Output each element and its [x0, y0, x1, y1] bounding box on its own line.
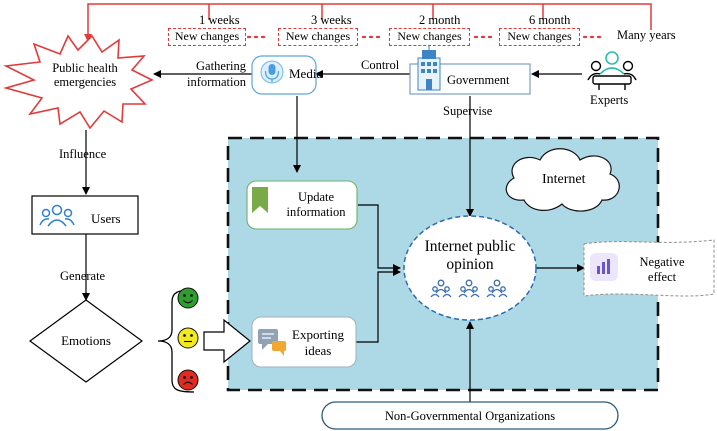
experts-meeting-icon	[587, 51, 637, 90]
timeline-bracket	[87, 3, 652, 40]
emoji-brace	[157, 289, 195, 393]
exporting-ideas-label: Exporting ideas	[292, 327, 344, 358]
experts-label: Experts	[590, 93, 629, 107]
negative-effect-box	[583, 239, 715, 297]
period-label-4: 6 month	[529, 13, 571, 27]
microphone-icon	[260, 60, 284, 84]
exporting-ideas-node	[251, 316, 357, 368]
arrow-export-to-opinion	[356, 268, 401, 343]
new-changes-box-1: New changes	[168, 28, 246, 46]
new-changes-box-3: New changes	[389, 28, 470, 46]
users-label: Users	[91, 211, 121, 226]
influence-label: Influence	[59, 147, 107, 161]
emotions-to-export-arrow	[203, 318, 251, 364]
emotions-diamond	[28, 299, 144, 383]
period-label-1: 1 weeks	[199, 13, 240, 27]
internet-public-opinion-label: Internet public opinion	[424, 238, 516, 273]
ngo-label: Non-Governmental Organizations	[384, 409, 556, 423]
government-label: Government	[447, 73, 510, 87]
media-label: Media	[289, 66, 323, 81]
people-group-icon	[430, 279, 508, 298]
sad-face-icon	[177, 369, 199, 391]
ngo-pill	[321, 401, 619, 430]
negative-effect-label: Negative effect	[639, 255, 685, 284]
period-label-3: 2 month	[419, 13, 461, 27]
gathering-information-label: Gathering information	[186, 59, 246, 89]
update-information-node	[246, 180, 358, 230]
new-changes-box-4: New changes	[499, 28, 580, 46]
supervise-label: Supervise	[443, 104, 493, 118]
many-years-label: Many years	[617, 28, 676, 42]
control-label: Control	[361, 58, 400, 72]
arrow-update-to-opinion	[358, 204, 401, 272]
bar-chart-icon	[590, 253, 618, 281]
internet-cloud-label: Internet	[542, 172, 586, 187]
internet-cloud	[505, 148, 620, 212]
bookmark-icon	[252, 187, 268, 213]
public-health-label: Public health emergencies	[52, 61, 118, 89]
users-group-icon	[39, 204, 75, 227]
period-label-2: 3 weeks	[311, 13, 352, 27]
chat-bubbles-icon	[258, 329, 286, 356]
new-changes-box-2: New changes	[278, 28, 358, 46]
update-information-label: Update information	[286, 190, 346, 219]
generate-label: Generate	[60, 269, 106, 283]
smiley-face-icon	[177, 287, 199, 309]
timeline-arrowhead	[84, 34, 92, 42]
emotions-label: Emotions	[61, 333, 111, 348]
public-health-emergency-burst	[3, 34, 154, 130]
government-building-icon	[417, 44, 441, 91]
neutral-face-icon	[177, 327, 199, 349]
